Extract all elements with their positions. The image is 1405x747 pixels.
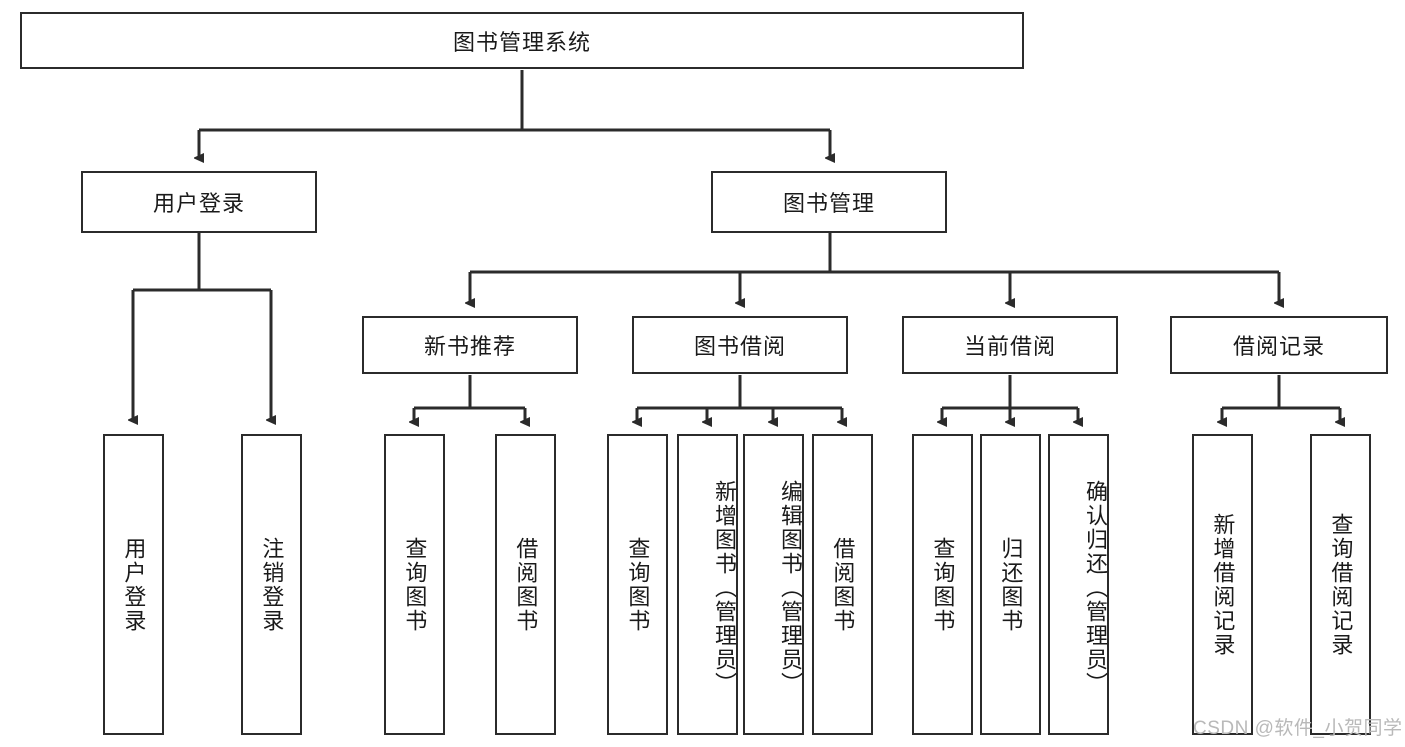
leaf-book-borrow-edit-book-admin[interactable]: 编辑图书（管理员） <box>743 434 804 735</box>
node-book-management[interactable]: 图书管理 <box>711 171 947 233</box>
node-label: 查询图书 <box>930 536 956 633</box>
leaf-borrow-records-add-record[interactable]: 新增借阅记录 <box>1192 434 1253 735</box>
node-label: 新增图书（管理员） <box>712 479 737 696</box>
leaf-book-borrow-query-book[interactable]: 查询图书 <box>607 434 668 735</box>
leaf-current-borrow-confirm-return-admin[interactable]: 确认归还（管理员） <box>1048 434 1109 735</box>
node-label: 新增借阅记录 <box>1210 512 1236 657</box>
node-root-book-management-system[interactable]: 图书管理系统 <box>20 12 1024 69</box>
node-label: 编辑图书（管理员） <box>778 479 803 696</box>
leaf-current-borrow-return-book[interactable]: 归还图书 <box>980 434 1041 735</box>
node-new-book-recommend[interactable]: 新书推荐 <box>362 316 578 374</box>
node-label: 用户登录 <box>152 191 245 216</box>
node-borrow-records[interactable]: 借阅记录 <box>1170 316 1388 374</box>
node-label: 注销登录 <box>259 536 285 633</box>
node-label: 查询图书 <box>402 536 428 633</box>
node-label: 用户登录 <box>121 536 147 633</box>
leaf-new-book-query-book[interactable]: 查询图书 <box>384 434 445 735</box>
node-label: 借阅图书 <box>830 536 856 633</box>
node-label: 查询图书 <box>625 536 651 633</box>
leaf-user-login-login[interactable]: 用户登录 <box>103 434 164 735</box>
leaf-borrow-records-query-record[interactable]: 查询借阅记录 <box>1310 434 1371 735</box>
node-label: 图书管理系统 <box>452 29 591 55</box>
node-label: 归还图书 <box>998 536 1024 633</box>
node-label: 图书借阅 <box>693 334 786 359</box>
node-label: 当前借阅 <box>963 334 1056 359</box>
leaf-book-borrow-borrow-book[interactable]: 借阅图书 <box>812 434 873 735</box>
node-label: 查询借阅记录 <box>1328 512 1354 657</box>
node-book-borrow[interactable]: 图书借阅 <box>632 316 848 374</box>
leaf-book-borrow-add-book-admin[interactable]: 新增图书（管理员） <box>677 434 738 735</box>
leaf-current-borrow-query-book[interactable]: 查询图书 <box>912 434 973 735</box>
node-current-borrow[interactable]: 当前借阅 <box>902 316 1118 374</box>
node-label: 图书管理 <box>782 191 875 216</box>
leaf-new-book-borrow-book[interactable]: 借阅图书 <box>495 434 556 735</box>
leaf-user-login-logout[interactable]: 注销登录 <box>241 434 302 735</box>
node-label: 借阅图书 <box>513 536 539 633</box>
node-label: 新书推荐 <box>423 334 516 359</box>
watermark: CSDN @软件_小贺同学 <box>1193 718 1403 739</box>
node-user-login[interactable]: 用户登录 <box>81 171 317 233</box>
node-label: 借阅记录 <box>1232 334 1325 359</box>
node-label: 确认归还（管理员） <box>1083 479 1108 696</box>
